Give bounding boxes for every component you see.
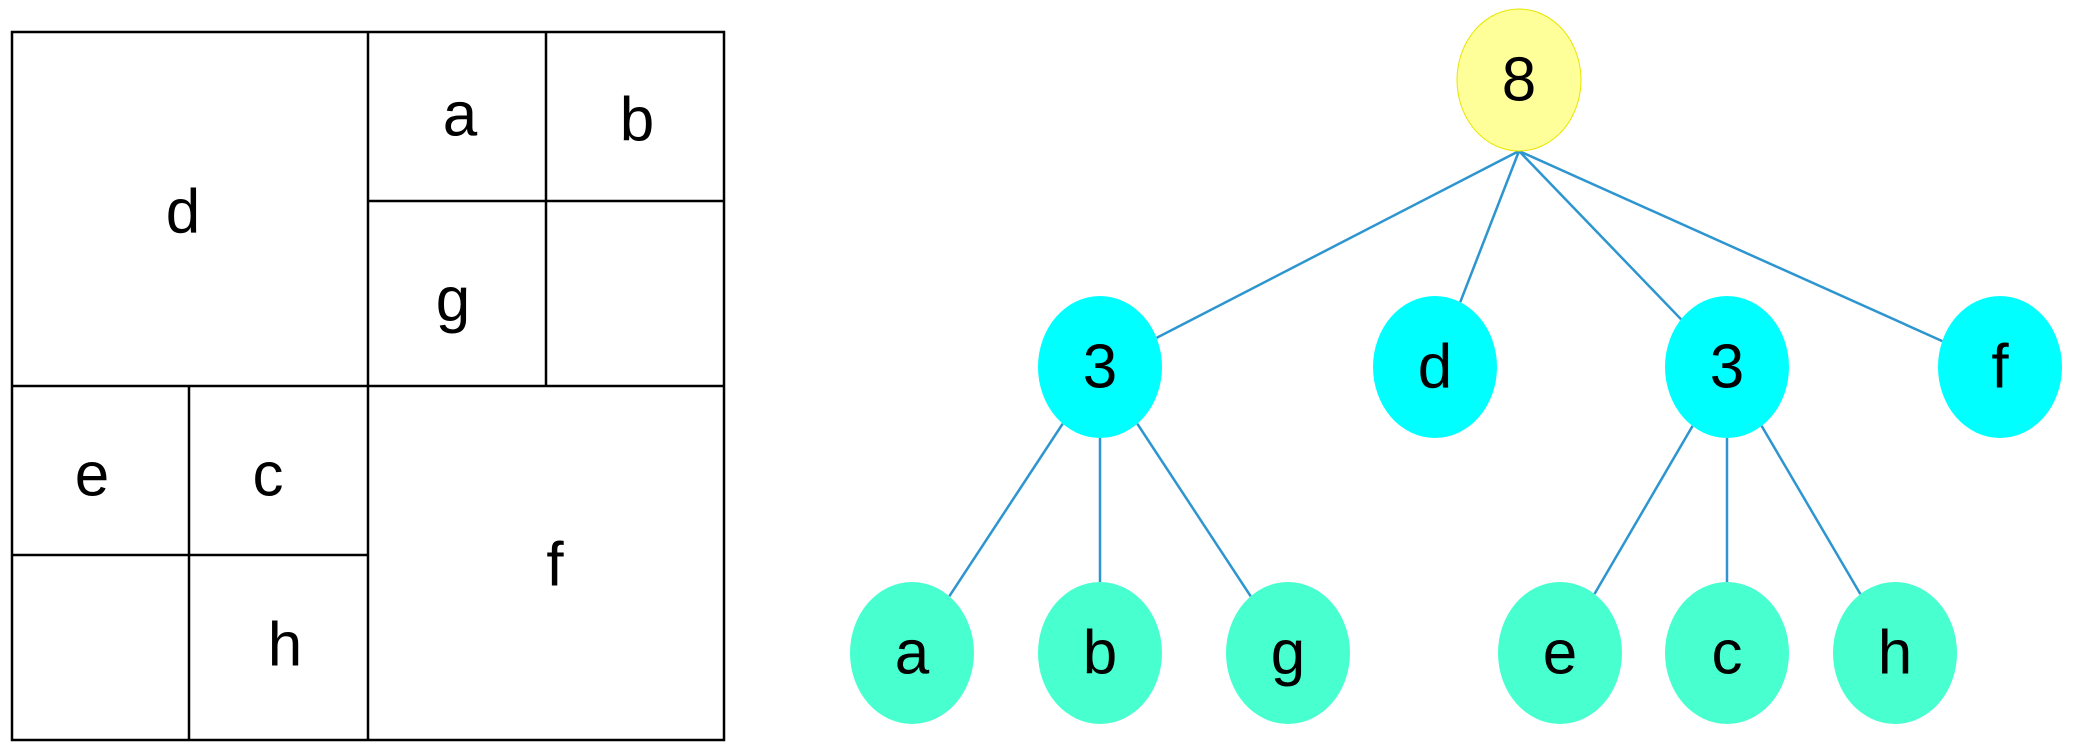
tree-node-n3-left-label: 3 [1083,333,1117,402]
tree-node-lg-shape [1226,582,1350,724]
grid-cell-a-label: a [443,81,478,150]
tree-node-le-label: e [1543,619,1577,688]
tree-node-n3-right: 3 [1665,296,1789,438]
tree-node-n3-right-shape [1665,296,1789,438]
tree-node-lg: g [1226,582,1350,724]
tree-node-la: a [850,582,974,724]
tree-node-nd-label: d [1418,333,1452,402]
grid-cell-g-label: g [436,266,470,335]
tree-node-root-shape [1456,8,1582,152]
tree-edge-n3-right-to-lh [1760,425,1862,595]
grid-cell-e-label: e [75,441,109,510]
tree-edge-root-to-n3-left [1155,149,1520,339]
tree-edge-n3-left-to-lg [1136,423,1252,597]
tree-node-nf-shape [1938,296,2062,438]
tree-node-le: e [1498,582,1622,724]
tree-node-le-shape [1498,582,1622,724]
tree-edge-root-to-nf [1518,149,1943,343]
grid-cell-b-label: b [620,86,654,155]
tree-node-nd-shape [1373,296,1497,438]
tree-node-root-label: 8 [1502,46,1536,115]
tree-node-n3-right-label: 3 [1710,333,1744,402]
tree-edge-root-to-nd [1459,150,1521,303]
tree-node-nf-label: f [1991,333,2009,402]
grid-cell-f-label: f [546,531,564,600]
tree-node-root: 8 [1456,8,1582,152]
tree-node-lg-label: g [1271,619,1305,688]
tree-edge-root-to-n3-right [1518,150,1682,321]
tree-node-n3-left-shape [1038,296,1162,438]
tree-node-lh-shape [1833,582,1957,724]
tree-node-la-shape [850,582,974,724]
tree-edge-n3-left-to-la [948,423,1064,597]
tree-edge-n3-right-to-le [1593,425,1694,595]
grid-cell-h-label: h [268,611,302,680]
tree-node-n3-left: 3 [1038,296,1162,438]
tree-edges [948,149,1943,597]
tree-node-lh-label: h [1878,619,1912,688]
subdivision-grid: d a b g e c h f [10,30,726,742]
tree-node-lb-shape [1038,582,1162,724]
tree-node-lb: b [1038,582,1162,724]
grid-cell-c-label: c [253,441,284,510]
tree-node-lc-shape [1665,582,1789,724]
tree-node-la-label: a [895,619,930,688]
tree-node-nf: f [1938,296,2062,438]
grid-cell-d-label: d [166,178,200,247]
tree-node-nd: d [1373,296,1497,438]
tree-nodes: 8 3 d 3 f a b g e c h [850,8,2062,724]
tree-node-lh: h [1833,582,1957,724]
tree-node-lb-label: b [1083,619,1117,688]
tree-node-lc: c [1665,582,1789,724]
tree-node-lc-label: c [1712,619,1743,688]
